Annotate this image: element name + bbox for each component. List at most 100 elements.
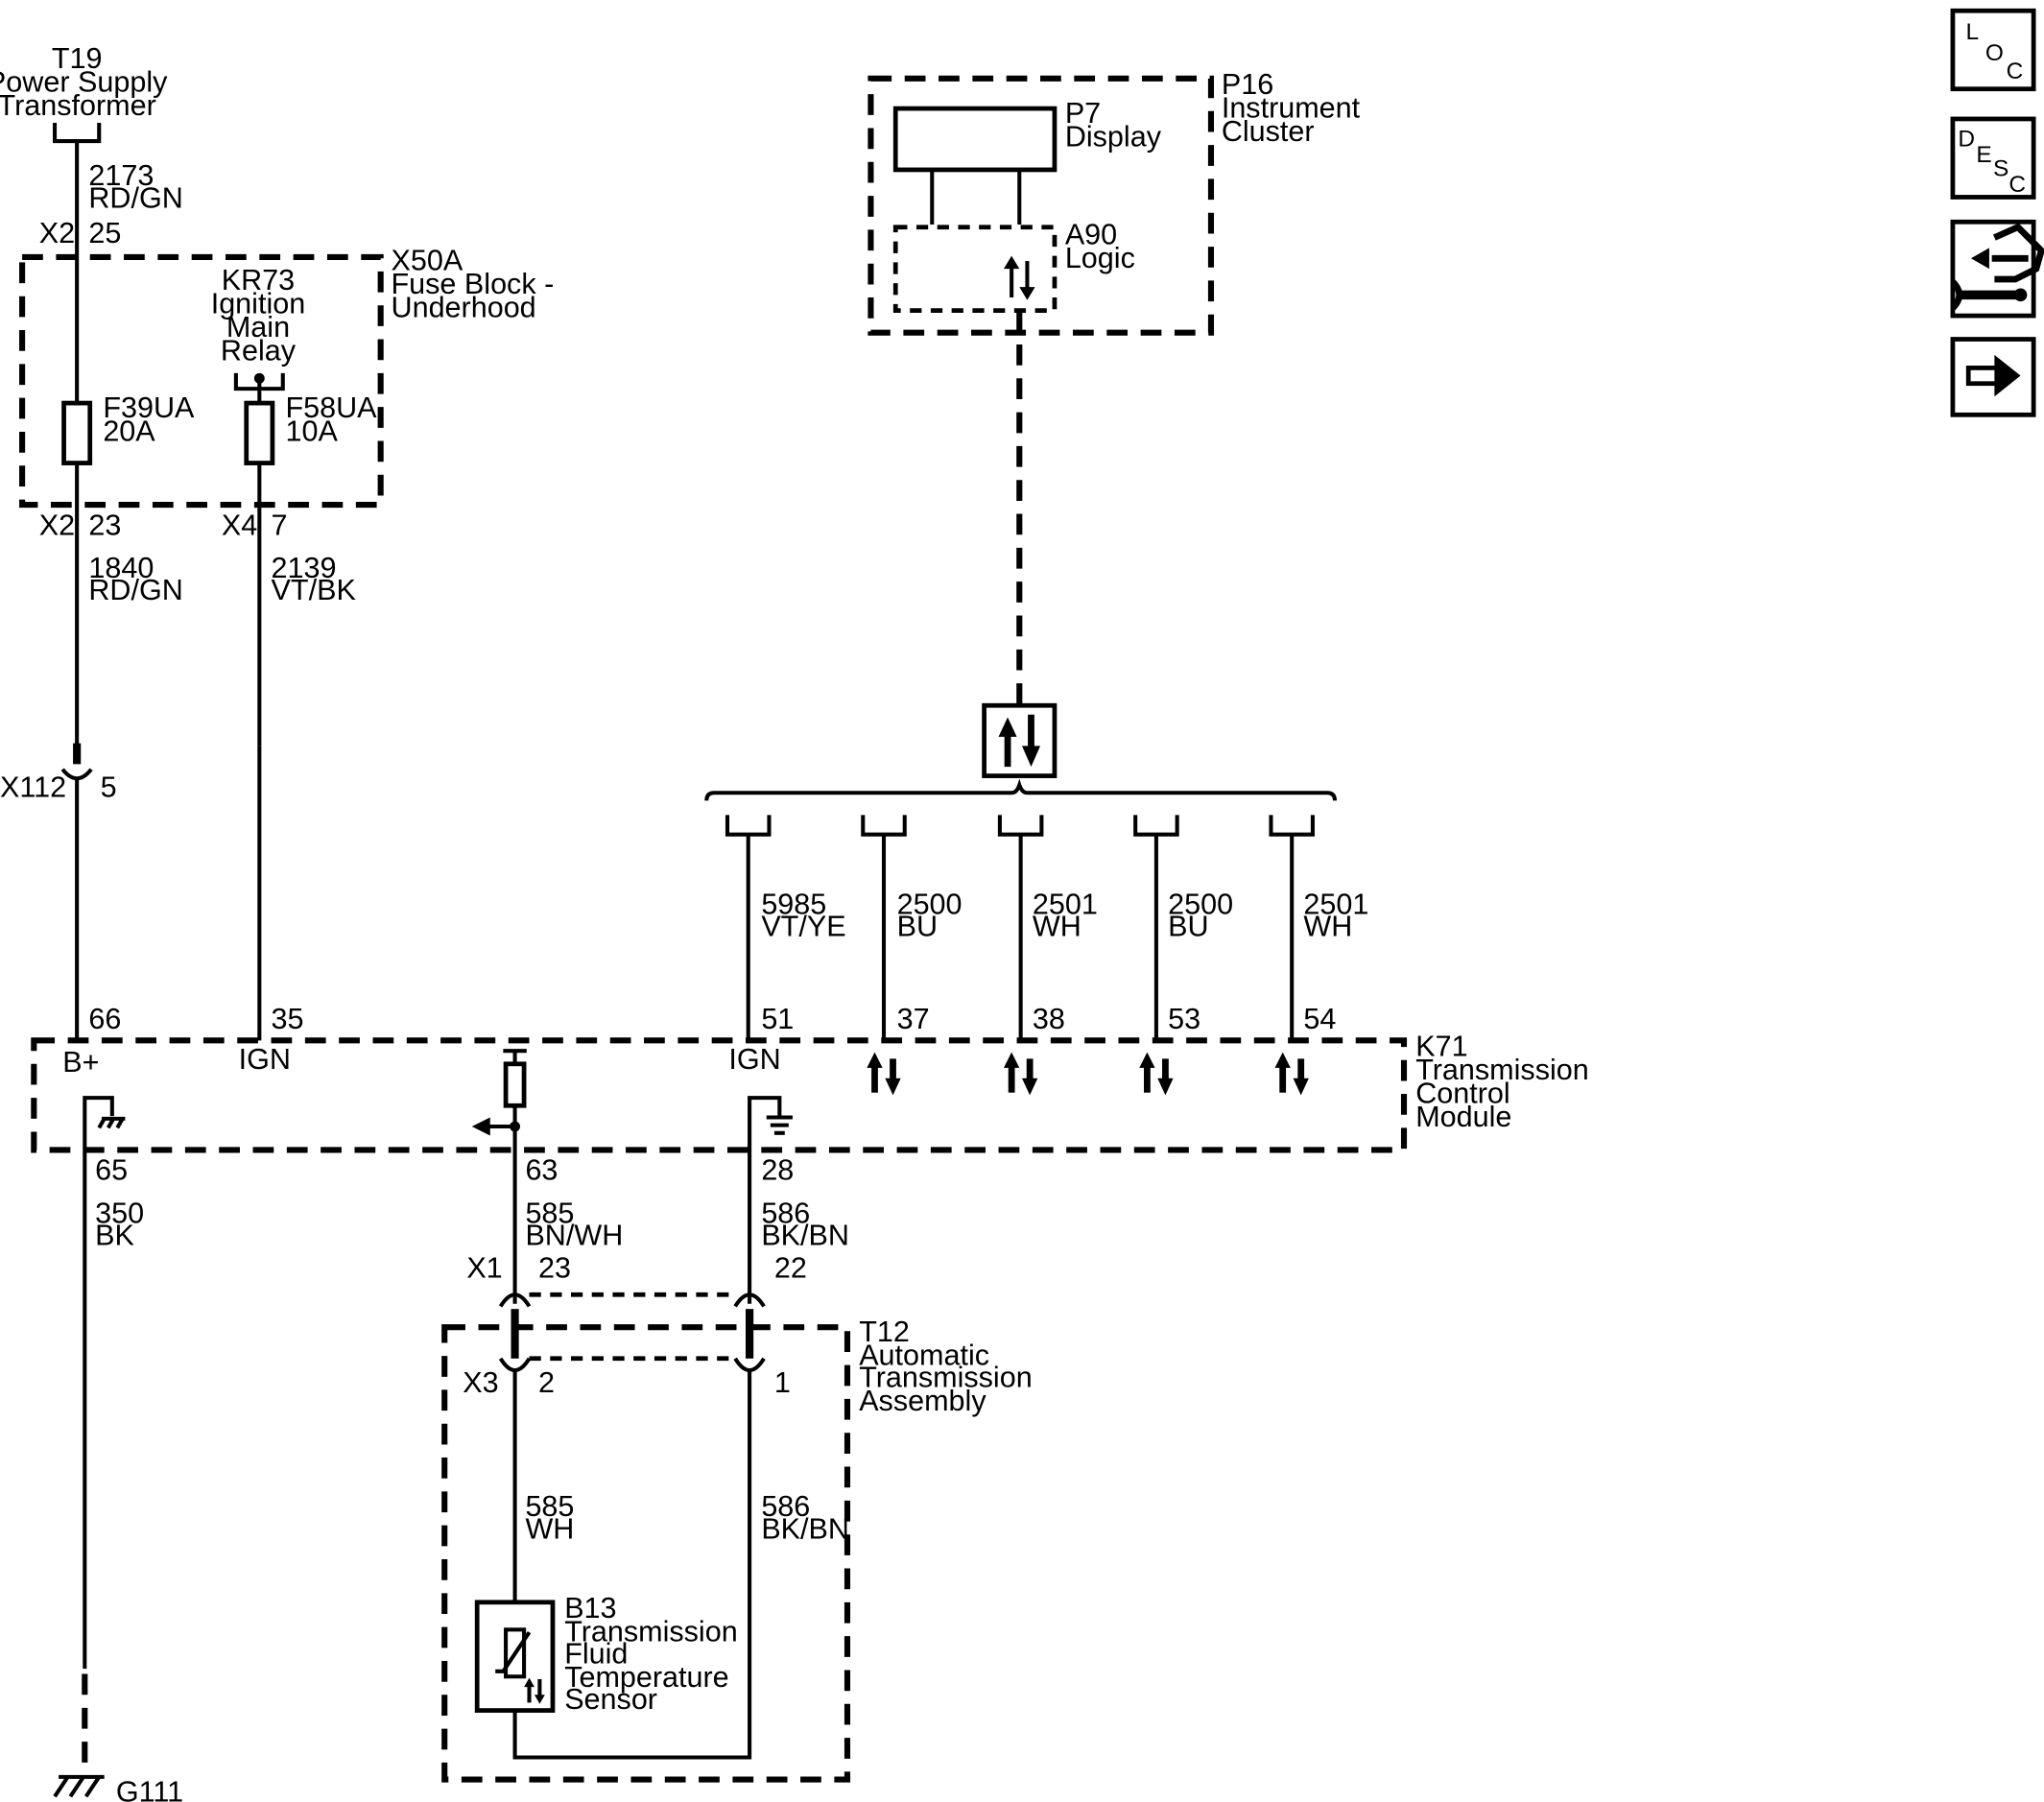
wire-585b-circuit: 585 (525, 1490, 574, 1523)
k71-pin-35: 35 (272, 1003, 304, 1035)
k71-terminal-ign2: IGN (728, 1043, 780, 1076)
b13-ref: B13 (564, 1592, 616, 1624)
f58ua-fuse (244, 400, 275, 465)
k71-terminal-b-plus: B+ (62, 1046, 99, 1079)
wire-586a-circuit: 586 (761, 1197, 810, 1230)
wire-2500a-circuit: 2500 (897, 889, 963, 921)
k71-pin-37: 37 (897, 1003, 930, 1035)
t19-connector-symbol (53, 123, 102, 144)
g111-ref: G111 (116, 1776, 183, 1802)
wire-2501a-circuit: 2501 (1033, 889, 1098, 921)
t12-name-line3: Assembly (859, 1385, 986, 1417)
x1-connector-symbol (498, 1292, 766, 1359)
serial-bus-bracket (704, 778, 1338, 801)
loc-letter-c: C (2007, 59, 2024, 84)
k71-terminal-ign1: IGN (239, 1043, 291, 1076)
f58ua-ref: F58UA (285, 391, 377, 424)
x4-pin-7: 7 (272, 509, 288, 541)
b13-name-line3: Temperature (564, 1661, 728, 1694)
next-page-button[interactable] (1950, 337, 2036, 417)
f58ua-rating: 10A (285, 415, 338, 447)
desc-letter-e: E (1976, 142, 1991, 168)
f39ua-fuse (61, 400, 93, 465)
t19-name-line2: Transformer (0, 89, 156, 122)
wire-1840-circuit: 1840 (88, 552, 154, 584)
wire-2139-circuit: 2139 (272, 552, 337, 584)
f39ua-ref: F39UA (103, 391, 195, 424)
loc-letter-o: O (1985, 40, 2004, 66)
wire-2500b-circuit: 2500 (1168, 889, 1233, 921)
p7-name: Display (1065, 120, 1162, 153)
location-button[interactable]: L O C (1950, 8, 2036, 92)
a90-name: Logic (1065, 242, 1135, 274)
x50a-name-line2: Underhood (392, 291, 536, 323)
kr73-ref: KR73 (222, 264, 295, 296)
t12-name-line2: Transmission (859, 1362, 1033, 1394)
desc-letter-s: S (1993, 156, 2008, 182)
kr73-name-line1: Ignition (211, 287, 306, 320)
loc-letter-l: L (1965, 19, 1979, 45)
k71-pin-63: 63 (525, 1154, 558, 1187)
desc-letter-c: C (2008, 172, 2026, 198)
x112-ref: X112 (0, 771, 66, 803)
desc-letter-d: D (1958, 126, 1975, 152)
p16-instrument-cluster-outline (868, 75, 1215, 336)
wire-2173-color: RD/GN (88, 181, 182, 214)
diagnostic-procedure-button[interactable] (1950, 219, 2044, 319)
serial-data-hub-arrows-icon (998, 714, 1041, 768)
x3-pin-2: 2 (538, 1366, 555, 1399)
wire-5985-color: VT/YE (761, 911, 845, 943)
b13-name-line1: Transmission (564, 1616, 738, 1648)
x1-pin-23: 23 (538, 1252, 571, 1285)
wire-586-internal (512, 1371, 752, 1760)
k71-pin-53: 53 (1168, 1003, 1200, 1035)
thermistor-icon (495, 1627, 532, 1679)
description-button[interactable]: D E S C (1950, 116, 2036, 200)
p16-name-line1: Instrument (1222, 92, 1361, 125)
b13-data-arrows-icon (524, 1677, 545, 1704)
wire-2173-circuit: 2173 (88, 159, 154, 192)
g111-ground-icon (53, 1774, 105, 1798)
wire-350-color: BK (95, 1220, 134, 1252)
k71-pin-51: 51 (761, 1003, 794, 1035)
bus-branch-connectors (725, 815, 1315, 837)
k71-pin-66: 66 (88, 1003, 121, 1035)
kr73-name-line3: Relay (221, 334, 297, 367)
x2-pin-25: 25 (88, 217, 121, 249)
p16-name-line2: Cluster (1222, 115, 1315, 148)
x50a-fuse-block-outline (19, 253, 384, 509)
x112-connector: X112 5 (0, 743, 117, 1041)
p16-ref: P16 (1222, 68, 1273, 101)
t12-transmission-assembly-outline (441, 1324, 851, 1783)
x3-pin-1: 1 (774, 1366, 791, 1399)
p7-display-box (892, 106, 1058, 173)
wire-1840-color: RD/GN (88, 574, 182, 606)
k71-name-line1: Transmission (1415, 1054, 1589, 1086)
x2-top-connector: X2 (39, 217, 75, 249)
k71-pin-54: 54 (1303, 1003, 1336, 1035)
k71-ref: K71 (1415, 1031, 1467, 1063)
t12-ref: T12 (859, 1316, 910, 1348)
a90-data-arrows-icon (1003, 255, 1035, 300)
k71-name-line3: Module (1415, 1101, 1511, 1133)
wire-5985-circuit: 5985 (761, 889, 826, 921)
k71-chassis-ground-icon (83, 1096, 126, 1150)
t19-name-line1: Power Supply (0, 65, 168, 98)
k71-signal-ground-icon (748, 1096, 793, 1304)
k71-sensor-input-circuit (471, 1049, 527, 1304)
wire-2500b-color: BU (1168, 911, 1208, 943)
f39ua-rating: 20A (103, 415, 155, 447)
x1-pin-22: 22 (774, 1252, 807, 1285)
b13-name-line4: Sensor (564, 1683, 657, 1716)
wire-586a-color: BK/BN (761, 1220, 849, 1252)
wire-350-circuit: 350 (95, 1197, 144, 1230)
x3-connector-symbol (498, 1356, 766, 1373)
x50a-name-line1: Fuse Block - (392, 268, 555, 300)
x4-connector: X4 (222, 509, 257, 541)
k71-pin-28: 28 (761, 1154, 794, 1187)
x50a-ref: X50A (392, 245, 463, 277)
wire-586b-circuit: 586 (761, 1490, 810, 1523)
wire-2500a-color: BU (897, 911, 938, 943)
k71-name-line2: Control (1415, 1078, 1509, 1110)
